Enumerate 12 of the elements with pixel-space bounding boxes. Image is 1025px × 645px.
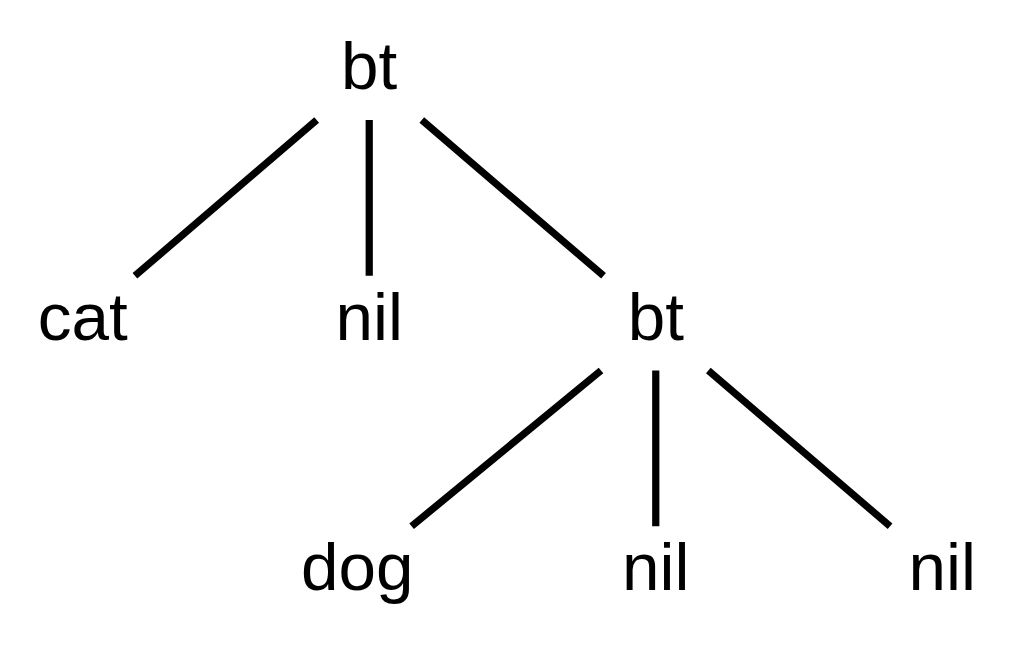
node-text: nil <box>908 528 977 604</box>
connector <box>409 367 604 529</box>
connector <box>132 116 320 279</box>
node-text: nil <box>622 528 690 604</box>
connector <box>419 116 606 279</box>
node-text: bt <box>341 27 398 103</box>
node-text: nil <box>335 278 403 354</box>
node-text: dog <box>300 528 414 604</box>
node-text: cat <box>37 278 128 354</box>
connector <box>652 369 660 526</box>
node-text: bt <box>627 278 684 354</box>
connector <box>705 367 893 529</box>
